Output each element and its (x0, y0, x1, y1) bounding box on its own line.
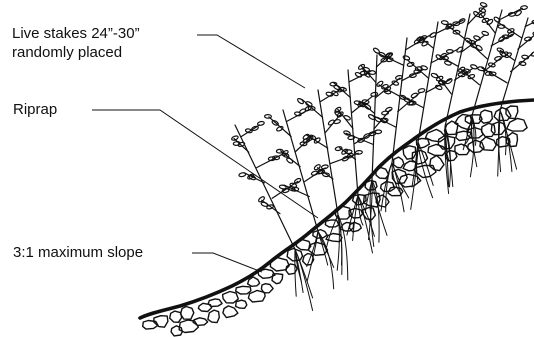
slope-leader (192, 253, 262, 272)
leaf (480, 2, 488, 8)
leaf (418, 88, 425, 93)
leaf (305, 101, 313, 107)
live-stake-plants (231, 2, 534, 249)
leaf (465, 37, 473, 44)
leaf (261, 202, 269, 207)
slope-ground-line (140, 100, 534, 318)
leaf (231, 135, 239, 141)
riprap-label: Riprap (13, 100, 57, 119)
riprap-rock (430, 156, 444, 171)
leaf (343, 115, 351, 121)
riprap-rock (416, 165, 436, 177)
riprap-rock (236, 286, 251, 294)
stake-stem (283, 110, 318, 231)
live-stakes-leader (197, 35, 305, 88)
leaf (403, 55, 411, 61)
leaf (431, 73, 439, 79)
riprap-rock (236, 300, 247, 308)
leaf (444, 60, 452, 65)
riprap-rock (394, 157, 404, 168)
leaf (276, 126, 284, 132)
leaf (481, 31, 489, 37)
riprap-rock (455, 144, 469, 155)
riprap-rock (208, 310, 219, 323)
riprap-rock (428, 144, 447, 155)
leaf (374, 116, 382, 122)
leaf (373, 47, 381, 54)
live-stakes-label-line2: randomly placed (12, 43, 140, 62)
riprap-rock (349, 222, 361, 232)
leaf (467, 74, 475, 80)
riprap-rock (179, 320, 198, 333)
leaf (385, 107, 393, 113)
leaf (441, 20, 448, 25)
leaf (391, 80, 399, 86)
stake-branch (360, 101, 375, 113)
leaf (411, 92, 419, 98)
stake-stem (318, 90, 338, 215)
riprap-leader (92, 110, 318, 218)
stake-branch (352, 96, 373, 113)
stake-stem (472, 10, 502, 116)
leaf (473, 35, 481, 41)
riprap-rock (506, 106, 518, 119)
riprap-rock (325, 220, 339, 227)
leaf (333, 119, 340, 124)
leaf (407, 62, 415, 67)
leaf (294, 178, 302, 185)
leaf (445, 78, 453, 85)
live-stakes-label: Live stakes 24”-30” randomly placed (12, 24, 140, 62)
leaf (520, 5, 527, 10)
leaf (355, 150, 362, 154)
leaf (515, 10, 523, 17)
riprap-rock (170, 311, 182, 322)
riprap-rock (181, 307, 194, 320)
leaf (321, 164, 328, 169)
leaf (276, 149, 283, 153)
slope-label: 3:1 maximum slope (13, 243, 143, 262)
riprap-rock (143, 321, 158, 330)
riprap-rock (223, 306, 238, 318)
live-stakes-label-line1: Live stakes 24”-30” (12, 24, 140, 43)
riprap-rock (208, 299, 222, 307)
leaf (297, 98, 305, 105)
leaf (265, 114, 272, 118)
riprap-rock (507, 118, 527, 131)
riprap-rock (248, 290, 265, 302)
riprap-rock (482, 123, 496, 136)
leaf (257, 121, 264, 126)
leaf (343, 130, 351, 136)
leaf (286, 157, 294, 164)
leaf (239, 172, 246, 177)
plant-roots (295, 110, 517, 310)
stake-branch (446, 24, 464, 38)
riprap-rock (261, 284, 273, 293)
